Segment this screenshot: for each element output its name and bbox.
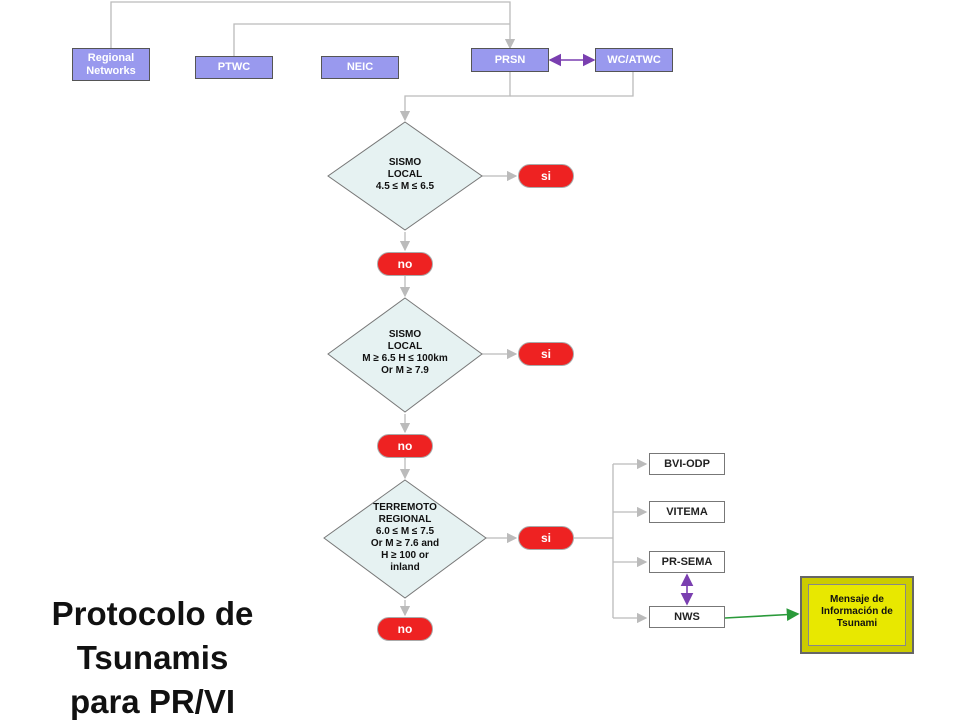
ptwc-label: PTWC bbox=[217, 61, 251, 73]
agency-bvi-odp: BVI-ODP bbox=[649, 453, 725, 475]
no-pill-3: no bbox=[377, 617, 433, 641]
regional-networks-line2: Networks bbox=[86, 64, 136, 77]
decision-2-line4: Or M ≥ 7.9 bbox=[381, 365, 429, 376]
decision-3-text: TERREMOTO REGIONAL 6.0 ≤ M ≤ 7.5 Or M ≥ … bbox=[350, 502, 460, 574]
prsn-label: PRSN bbox=[494, 53, 526, 66]
decision-2-line2: LOCAL bbox=[387, 341, 423, 352]
agency-pr-sema: PR-SEMA bbox=[649, 551, 725, 573]
decision-3-line2: REGIONAL bbox=[378, 514, 432, 525]
title-line1: Protocolo de bbox=[51, 595, 254, 632]
yes-pill-3: si bbox=[518, 526, 574, 550]
yes-pill-1: si bbox=[518, 164, 574, 188]
decision-1-line1: SISMO bbox=[388, 157, 422, 168]
tsunami-message-box: Mensaje de Información de Tsunami bbox=[800, 576, 914, 654]
page-title: Protocolo de Tsunamis para PR/VI bbox=[30, 592, 275, 724]
decision-1-line2: LOCAL bbox=[387, 169, 423, 180]
agency-vitema: VITEMA bbox=[649, 501, 725, 523]
decision-diamond-1 bbox=[327, 121, 483, 231]
regional-networks-line1: Regional bbox=[87, 51, 135, 64]
agency-nws: NWS bbox=[649, 606, 725, 628]
title-line2: Tsunamis bbox=[76, 639, 229, 676]
decision-3-line5: H ≥ 100 or bbox=[381, 550, 429, 561]
decision-3-line1: TERREMOTO bbox=[373, 502, 437, 513]
wcatwc-box: WC/ATWC bbox=[595, 48, 673, 72]
tsunami-message-text: Mensaje de Información de Tsunami bbox=[802, 594, 912, 630]
prsn-box: PRSN bbox=[471, 48, 549, 72]
message-line2: Información de bbox=[821, 606, 893, 617]
decision-diamond-2 bbox=[327, 297, 483, 413]
wcatwc-label: WC/ATWC bbox=[607, 53, 661, 66]
decision-3-line6: inland bbox=[390, 562, 420, 573]
decision-1-line3: 4.5 ≤ M ≤ 6.5 bbox=[375, 181, 435, 192]
ptwc-box: PTWC bbox=[195, 56, 273, 79]
decision-2-line1: SISMO bbox=[388, 329, 422, 340]
title-line3: para PR/VI bbox=[69, 683, 236, 720]
connector-wcatwc-down bbox=[510, 72, 634, 97]
decision-2-line3: M ≥ 6.5 H ≤ 100km bbox=[362, 353, 448, 364]
message-line3: Tsunami bbox=[836, 618, 878, 629]
connector-ptwc-to-prsn bbox=[233, 23, 510, 56]
no-pill-1: no bbox=[377, 252, 433, 276]
decision-3-line4: Or M ≥ 7.6 and bbox=[370, 538, 440, 549]
no-pill-2: no bbox=[377, 434, 433, 458]
decision-diamond-3 bbox=[323, 479, 487, 599]
neic-label: NEIC bbox=[346, 61, 374, 73]
regional-networks-box: Regional Networks bbox=[72, 48, 150, 81]
decision-2-text: SISMO LOCAL M ≥ 6.5 H ≤ 100km Or M ≥ 7.9 bbox=[345, 329, 465, 377]
connector-prsn-down bbox=[399, 72, 511, 122]
arrow-nws-to-message bbox=[724, 608, 800, 622]
neic-box: NEIC bbox=[321, 56, 399, 79]
connector-regional-to-prsn bbox=[110, 1, 516, 50]
decision-1-text: SISMO LOCAL 4.5 ≤ M ≤ 6.5 bbox=[350, 157, 460, 193]
yes-pill-2: si bbox=[518, 342, 574, 366]
decision-3-line3: 6.0 ≤ M ≤ 7.5 bbox=[375, 526, 435, 537]
message-line1: Mensaje de bbox=[830, 594, 884, 605]
